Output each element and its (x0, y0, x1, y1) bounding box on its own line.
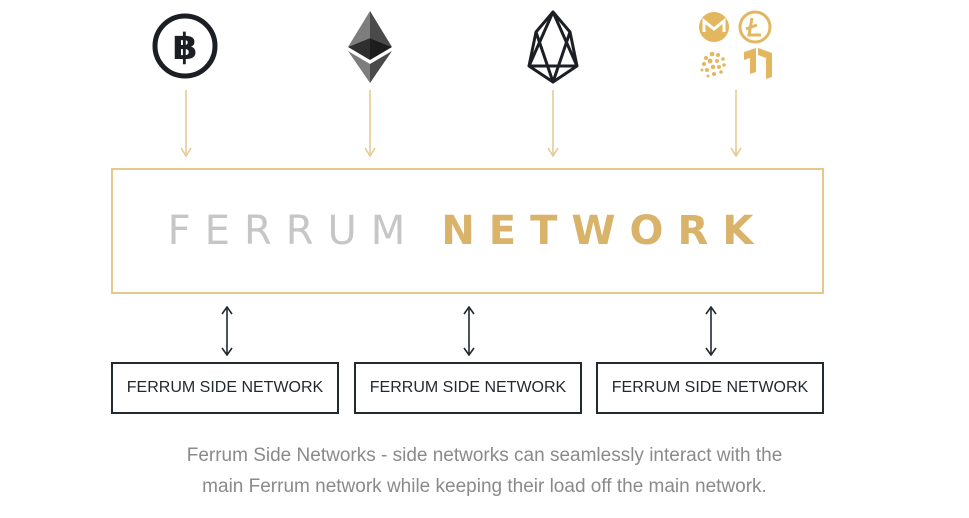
ferrum-network-title: FERRUM NETWORK (168, 208, 768, 254)
side-network-label: FERRUM SIDE NETWORK (369, 379, 567, 396)
arrow-ethereum-to-network (364, 90, 376, 158)
ethereum-icon (348, 11, 392, 83)
monero-icon (699, 12, 729, 42)
side-network-label: FERRUM SIDE NETWORK (126, 379, 324, 396)
bidirectional-arrow-left (221, 306, 233, 356)
arrow-bitcoin-to-network (180, 90, 192, 158)
eos-icon (527, 10, 579, 84)
side-network-box-1: FERRUM SIDE NETWORK (111, 362, 339, 414)
side-network-label: FERRUM SIDE NETWORK (611, 379, 809, 396)
arrow-altcoins-to-network (730, 90, 742, 158)
title-word-ferrum: FERRUM (167, 208, 420, 254)
svg-text:฿: ฿ (172, 27, 197, 68)
arrow-eos-to-network (547, 90, 559, 158)
title-word-network: NETWORK (441, 208, 768, 254)
bidirectional-arrow-middle (463, 306, 475, 356)
neo-icon (744, 48, 772, 79)
side-network-box-2: FERRUM SIDE NETWORK (354, 362, 582, 414)
side-network-box-3: FERRUM SIDE NETWORK (596, 362, 824, 414)
iota-icon (700, 51, 726, 78)
bitcoin-icon: ฿ (152, 13, 218, 79)
ferrum-network-box: FERRUM NETWORK (111, 168, 824, 294)
diagram-caption: Ferrum Side Networks - side networks can… (0, 440, 969, 502)
litecoin-icon (738, 10, 772, 44)
caption-line-2: main Ferrum network while keeping their … (202, 476, 767, 497)
caption-line-1: Ferrum Side Networks - side networks can… (186, 445, 783, 466)
bidirectional-arrow-right (705, 306, 717, 356)
altcoins-icon-group (699, 10, 772, 79)
